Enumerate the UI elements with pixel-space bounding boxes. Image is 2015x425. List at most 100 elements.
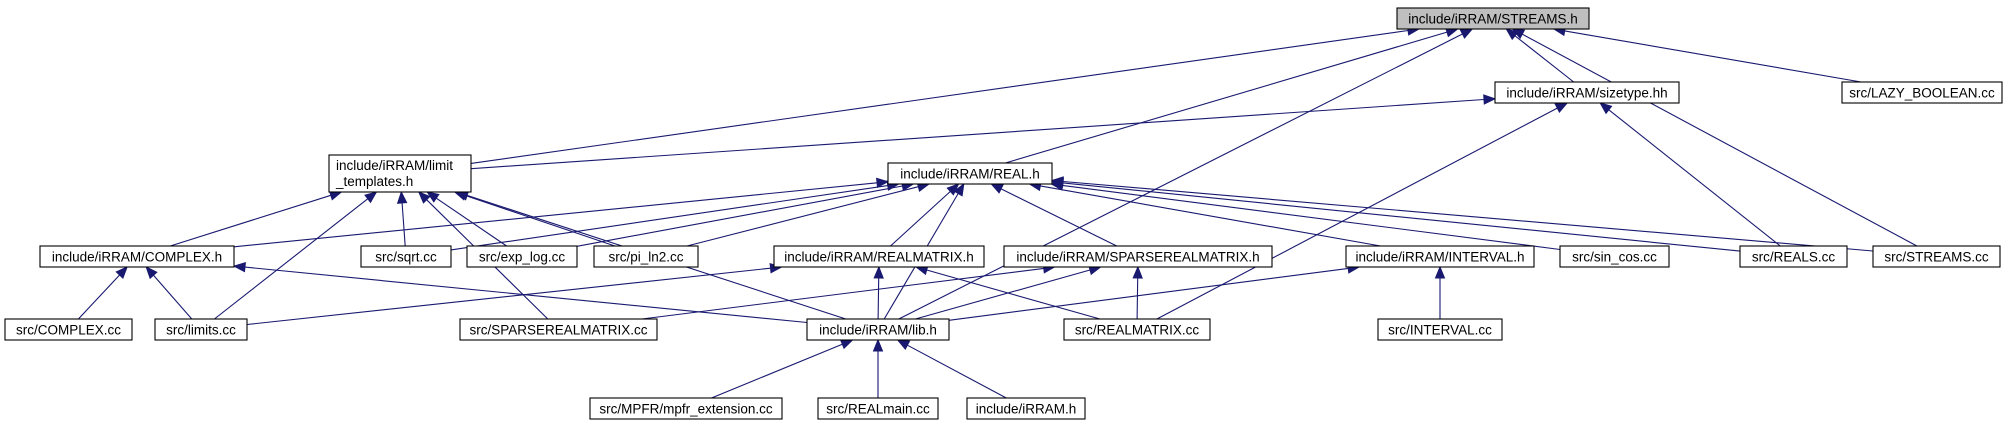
edge-streams_cc-to-real_h xyxy=(1050,176,1874,252)
edge-arrowhead xyxy=(839,339,854,350)
node-sparserealmatrix-cc[interactable]: src/SPARSEREALMATRIX.cc xyxy=(459,318,658,341)
edge-limit_templates_h-to-streams_h xyxy=(470,25,1421,164)
edge-line xyxy=(1522,33,1918,247)
edge-irram_h-to-lib_h xyxy=(896,339,1007,399)
edge-line xyxy=(1564,30,1862,83)
edge-line xyxy=(907,344,1007,399)
edge-line xyxy=(1005,31,1448,164)
node-complex-h[interactable]: include/iRRAM/COMPLEX.h xyxy=(39,245,235,268)
node-label: src/SPARSEREALMATRIX.cc xyxy=(469,323,647,338)
node-label: src/sin_cos.cc xyxy=(1572,250,1657,265)
edge-realmatrix_h-to-real_h xyxy=(890,183,960,247)
node-pi-ln2-cc[interactable]: src/pi_ln2.cc xyxy=(593,245,699,268)
edge-line xyxy=(1062,182,1741,252)
node-streams-h[interactable]: include/iRRAM/STREAMS.h xyxy=(1396,7,1590,30)
node-interval-h[interactable]: include/iRRAM/INTERVAL.h xyxy=(1345,245,1535,268)
node-label: include/iRRAM/STREAMS.h xyxy=(1408,12,1578,27)
edge-arrowhead xyxy=(1554,102,1569,113)
edge-realmatrix_cc-to-sizetype_hh xyxy=(1156,102,1569,320)
edge-arrowhead xyxy=(1511,28,1526,40)
edge-arrowhead xyxy=(990,183,1004,194)
node-streams-cc[interactable]: src/STREAMS.cc xyxy=(1872,245,2001,268)
edge-lib_h-to-realmatrix_h xyxy=(873,265,884,320)
node-irram-h[interactable]: include/iRRAM.h xyxy=(966,397,1086,420)
node-label: include/iRRAM/sizetype.hh xyxy=(1506,86,1667,101)
node-realmatrix-cc[interactable]: src/REALMATRIX.cc xyxy=(1063,318,1211,341)
node-mpfr-extension-cc[interactable]: src/MPFR/mpfr_extension.cc xyxy=(589,397,783,420)
edge-arrowhead xyxy=(364,191,378,204)
edge-arrowhead xyxy=(1483,94,1497,105)
edge-sin_cos_cc-to-real_h xyxy=(1050,180,1561,251)
edge-limits_cc-to-complex_h xyxy=(145,266,193,320)
edge-arrowhead xyxy=(396,190,408,204)
node-reals-cc[interactable]: src/REALS.cc xyxy=(1739,245,1848,268)
node-sparserealmatrix-h[interactable]: include/iRRAM/SPARSEREALMATRIX.h xyxy=(1003,245,1273,268)
edge-line xyxy=(1156,107,1558,320)
node-label: src/REALmain.cc xyxy=(826,402,930,417)
edge-lazy_boolean_cc-to-streams_h xyxy=(1552,25,1862,83)
edge-interval_h-to-real_h xyxy=(1028,180,1381,247)
edge-arrowhead xyxy=(953,182,965,197)
node-complex-cc[interactable]: src/COMPLEX.cc xyxy=(4,318,133,341)
edge-line xyxy=(641,267,1044,320)
node-label-line-2: _templates.h xyxy=(335,174,413,189)
node-sin-cos-cc[interactable]: src/sin_cos.cc xyxy=(1559,245,1670,268)
node-label: include/iRRAM/REALMATRIX.h xyxy=(784,250,974,265)
edge-realmatrix_cc-to-sparserealmatrix_h xyxy=(1132,265,1143,320)
node-label: include/iRRAM/SPARSEREALMATRIX.h xyxy=(1016,250,1259,265)
node-label: src/limits.cc xyxy=(166,323,236,338)
edge-line xyxy=(470,29,1409,164)
edge-streams_cc-to-streams_h xyxy=(1511,28,1918,247)
edge-sparserealmatrix_h-to-real_h xyxy=(990,183,1117,247)
node-label: include/iRRAM/lib.h xyxy=(819,323,937,338)
edge-line xyxy=(470,98,1485,170)
edge-line xyxy=(170,194,332,247)
edge-arrowhead xyxy=(115,266,128,279)
edge-line xyxy=(890,190,951,247)
node-exp-log-cc[interactable]: src/exp_log.cc xyxy=(466,245,578,268)
edge-arrowhead xyxy=(872,338,884,352)
node-realmatrix-h[interactable]: include/iRRAM/REALMATRIX.h xyxy=(773,245,985,268)
edge-line xyxy=(214,198,369,320)
node-sqrt-cc[interactable]: src/sqrt.cc xyxy=(360,245,452,268)
edge-interval_cc-to-interval_h xyxy=(1434,265,1446,319)
edge-line xyxy=(246,267,771,326)
node-interval-cc[interactable]: src/INTERVAL.cc xyxy=(1377,318,1503,341)
edge-arrowhead xyxy=(426,191,440,203)
node-sizetype-hh[interactable]: include/iRRAM/sizetype.hh xyxy=(1494,81,1680,104)
edge-arrowhead xyxy=(1459,28,1474,39)
node-layer: include/iRRAM/STREAMS.h include/iRRAM/si… xyxy=(4,7,2003,420)
edge-reals_cc-to-sizetype_hh xyxy=(1599,102,1781,247)
edge-line xyxy=(465,194,616,247)
edge-lib_h-to-sparserealmatrix_h xyxy=(915,265,1102,320)
edge-complex_h-to-limit_templates_h xyxy=(170,190,343,247)
edge-line xyxy=(915,269,1091,320)
node-label: src/MPFR/mpfr_extension.cc xyxy=(599,402,773,417)
edge-line xyxy=(1062,180,1874,252)
node-limit-templates-h[interactable]: include/iRRAM/limit _templates.h xyxy=(328,154,472,193)
node-lazy-boolean-cc[interactable]: src/LAZY_BOOLEAN.cc xyxy=(1841,81,2003,104)
edge-mpfr_extension_cc-to-lib_h xyxy=(711,339,854,399)
edge-line xyxy=(1000,188,1117,247)
node-limits-cc[interactable]: src/limits.cc xyxy=(154,318,248,341)
edge-line xyxy=(877,277,880,320)
edge-line xyxy=(1062,184,1561,251)
node-lib-h[interactable]: include/iRRAM/lib.h xyxy=(806,318,950,341)
edge-arrowhead xyxy=(876,177,890,188)
node-label: include/iRRAM/REAL.h xyxy=(900,167,1040,182)
edge-arrowhead xyxy=(145,266,158,280)
node-label: src/INTERVAL.cc xyxy=(1388,323,1492,338)
edge-line xyxy=(686,186,919,247)
edge-exp_log_cc-to-real_h xyxy=(576,180,915,247)
edge-complex_h-to-real_h xyxy=(233,177,890,248)
edge-line xyxy=(1136,277,1139,320)
edge-arrowhead xyxy=(896,339,911,350)
edge-sqrt_cc-to-real_h xyxy=(450,180,901,251)
edge-line xyxy=(926,269,1101,320)
edge-line xyxy=(1514,35,1575,83)
node-real-h[interactable]: include/iRRAM/REAL.h xyxy=(887,162,1053,185)
edge-pi_ln2_cc-to-real_h xyxy=(686,181,931,247)
node-label: src/pi_ln2.cc xyxy=(608,250,683,265)
node-realmain-cc[interactable]: src/REALmain.cc xyxy=(817,397,939,420)
